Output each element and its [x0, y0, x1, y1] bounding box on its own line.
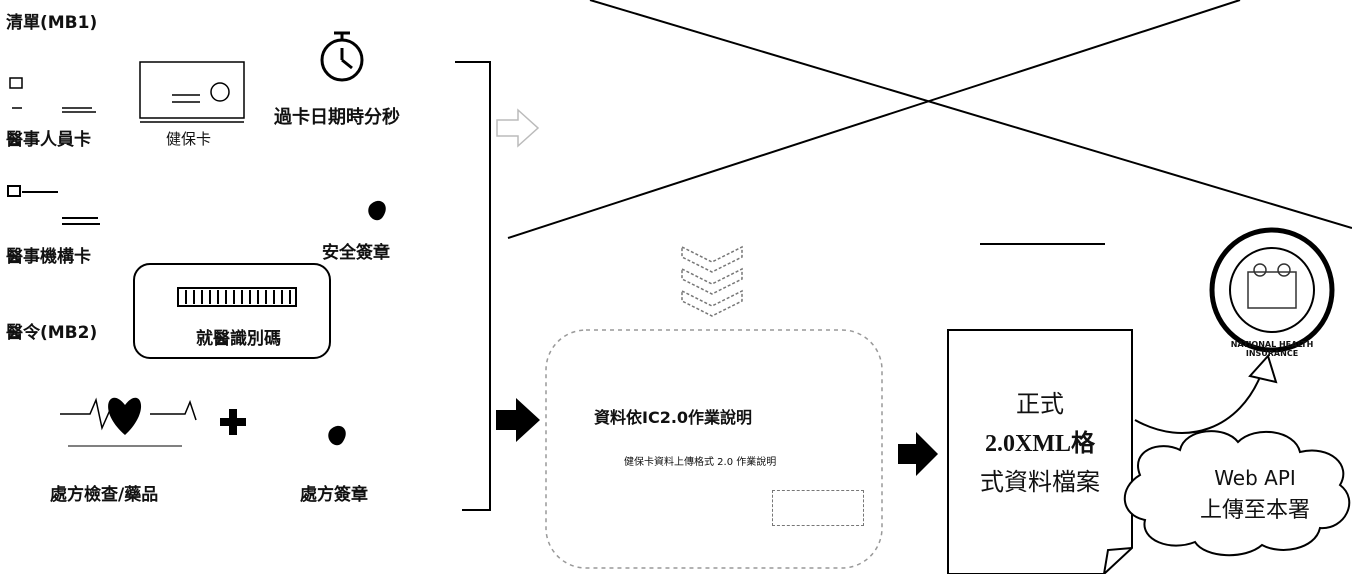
cloud-shape	[1123, 430, 1351, 557]
file-line-1: 正式	[1016, 392, 1064, 418]
file-text: 正式 2.0XML格 式資料檔案	[948, 384, 1132, 497]
doc-subtitle: 健保卡資料上傳格式 2.0 作業說明	[624, 457, 777, 468]
order-label: 醫令(MB2)	[6, 323, 98, 343]
visit-id-label: 就醫識別碼	[196, 329, 281, 349]
cloud-text: Web API 上傳至本署	[1170, 466, 1340, 524]
curve-arrow-line	[1134, 371, 1263, 434]
health-card-label: 健保卡	[166, 130, 212, 148]
nhi-seal-inner	[1229, 247, 1315, 333]
security-seal-icon	[368, 200, 386, 221]
curve-arrow-head	[1248, 354, 1278, 384]
staff-card-icon	[9, 77, 96, 113]
security-seal-label: 安全簽章	[322, 243, 390, 263]
health-card-icon	[139, 61, 245, 119]
stopwatch-icon	[320, 31, 364, 82]
bracket	[455, 61, 491, 511]
prescription-seal-label: 處方簽章	[300, 485, 368, 505]
card-time-label: 過卡日期時分秒	[274, 107, 400, 128]
doc-region	[545, 329, 883, 569]
cross-line-2	[507, 0, 1241, 239]
faint-arrow	[496, 108, 540, 148]
prescription-seal-icon	[328, 425, 346, 446]
institution-card-icon	[7, 185, 100, 225]
heart-ecg-icon	[60, 397, 197, 447]
cross-line-1	[589, 0, 1352, 229]
list-label: 清單(MB1)	[6, 13, 98, 33]
file-shape	[947, 329, 1133, 574]
doc-title: 資料依IC2.0作業說明	[594, 408, 753, 427]
doc-stamp-mark	[772, 490, 864, 526]
file-line-3: 式資料檔案	[980, 470, 1100, 496]
institution-card-label: 醫事機構卡	[6, 247, 91, 267]
file-line-2: 2.0XML格	[985, 431, 1095, 457]
medical-staff-card-label: 醫事人員卡	[6, 130, 91, 150]
arrow-to-doc	[496, 398, 540, 442]
plus-icon	[220, 409, 246, 435]
cloud-line-2: 上傳至本署	[1199, 498, 1310, 523]
seal-text: NATIONAL HEALTH INSURANCE	[1230, 340, 1314, 358]
arrow-to-file	[898, 432, 938, 476]
prescription-exam-label: 處方檢查/藥品	[50, 485, 159, 505]
chevrons-down	[681, 245, 743, 317]
cloud-line-1: Web API	[1214, 466, 1296, 490]
